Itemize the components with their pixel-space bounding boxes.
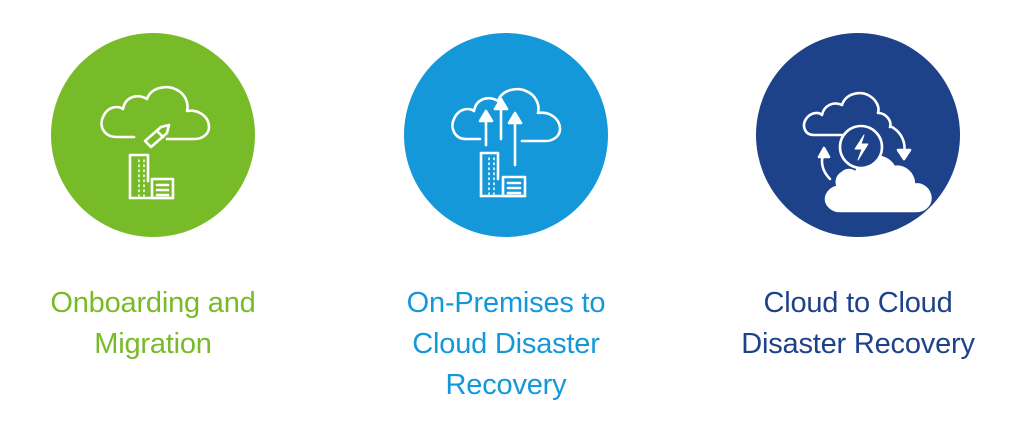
- title-line: Disaster Recovery: [741, 328, 975, 360]
- cloud-to-cloud-sync-icon: [802, 91, 932, 213]
- title-line: Cloud to Cloud: [763, 287, 953, 319]
- title-line: Migration: [94, 328, 212, 360]
- card-title: Cloud to Cloud Disaster Recovery: [693, 283, 1023, 365]
- card-title: Onboarding and Migration: [0, 283, 318, 365]
- blue-circle: [404, 33, 608, 237]
- title-line: Recovery: [445, 369, 567, 401]
- title-line: Cloud Disaster: [412, 328, 600, 360]
- card-title: On-Premises to Cloud Disaster Recovery: [341, 283, 671, 406]
- cloud-migration-icon: [100, 85, 211, 200]
- title-line: Onboarding and: [50, 287, 256, 319]
- card-onprem-to-cloud-dr: On-Premises to Cloud Disaster Recovery: [341, 0, 671, 425]
- cloud-upload-buildings-icon: [451, 87, 562, 198]
- navy-circle: [756, 33, 960, 237]
- card-onboarding-migration: Onboarding and Migration: [0, 0, 318, 425]
- green-circle: [51, 33, 255, 237]
- title-line: On-Premises to: [406, 287, 606, 319]
- card-cloud-to-cloud-dr: Cloud to Cloud Disaster Recovery: [693, 0, 1023, 425]
